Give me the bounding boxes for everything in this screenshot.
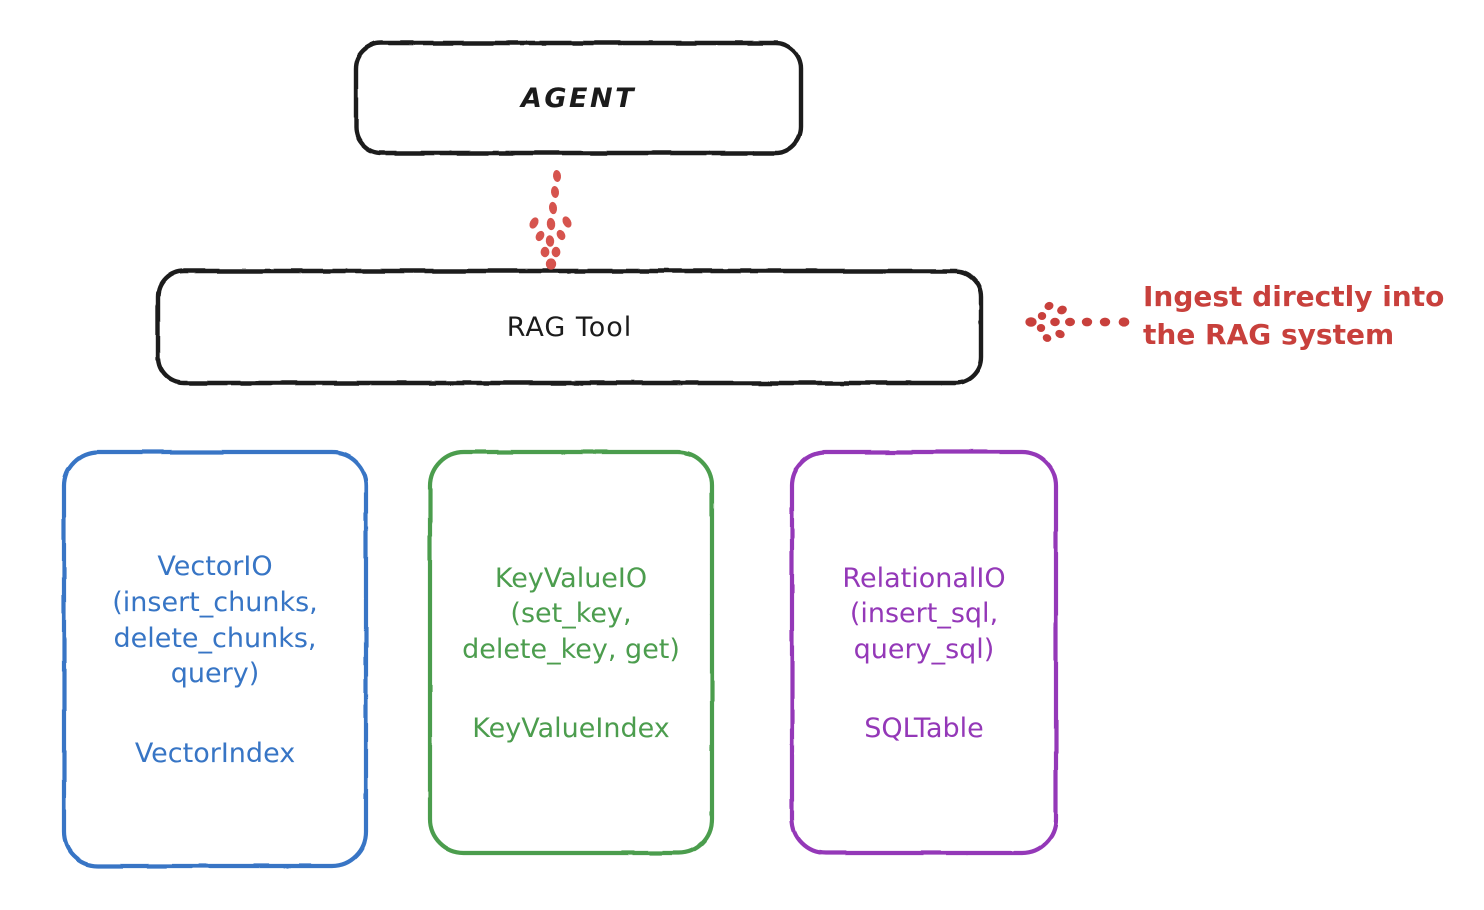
rag-tool-node[interactable]: RAG Tool: [157, 270, 982, 384]
keyvalue-store-box-outline[interactable]: [427, 449, 715, 856]
rag-tool-label: RAG Tool: [506, 311, 633, 343]
vector-store-box-outline[interactable]: [61, 449, 369, 869]
rag-tool-box-outline[interactable]: [155, 268, 984, 386]
vector-store-node[interactable]: VectorIO (insert_chunks, delete_chunks, …: [62, 450, 368, 868]
ingest-annotation-text: Ingest directly into the RAG system: [1143, 280, 1445, 351]
agent-box-outline[interactable]: [353, 40, 804, 156]
agent-to-rag-arrow-icon: [529, 170, 572, 270]
vector-api-label: VectorIO (insert_chunks, delete_chunks, …: [112, 551, 318, 690]
relational-api-label: RelationalIO (insert_sql, query_sql): [842, 562, 1006, 665]
relational-store-node[interactable]: RelationalIO (insert_sql, query_sql) SQL…: [790, 450, 1058, 855]
keyvalue-index-label: KeyValueIndex: [472, 713, 670, 745]
vector-index-label: VectorIndex: [134, 737, 296, 769]
agent-label: AGENT: [520, 82, 636, 114]
keyvalue-api-label: KeyValueIO (set_key, delete_key, get): [462, 562, 680, 665]
relational-index-label: SQLTable: [864, 713, 984, 745]
relational-store-box-outline[interactable]: [789, 449, 1059, 856]
agent-node[interactable]: AGENT: [355, 42, 802, 154]
keyvalue-store-node[interactable]: KeyValueIO (set_key, delete_key, get) Ke…: [428, 450, 714, 855]
ingest-arrow-icon: [1025, 301, 1130, 342]
